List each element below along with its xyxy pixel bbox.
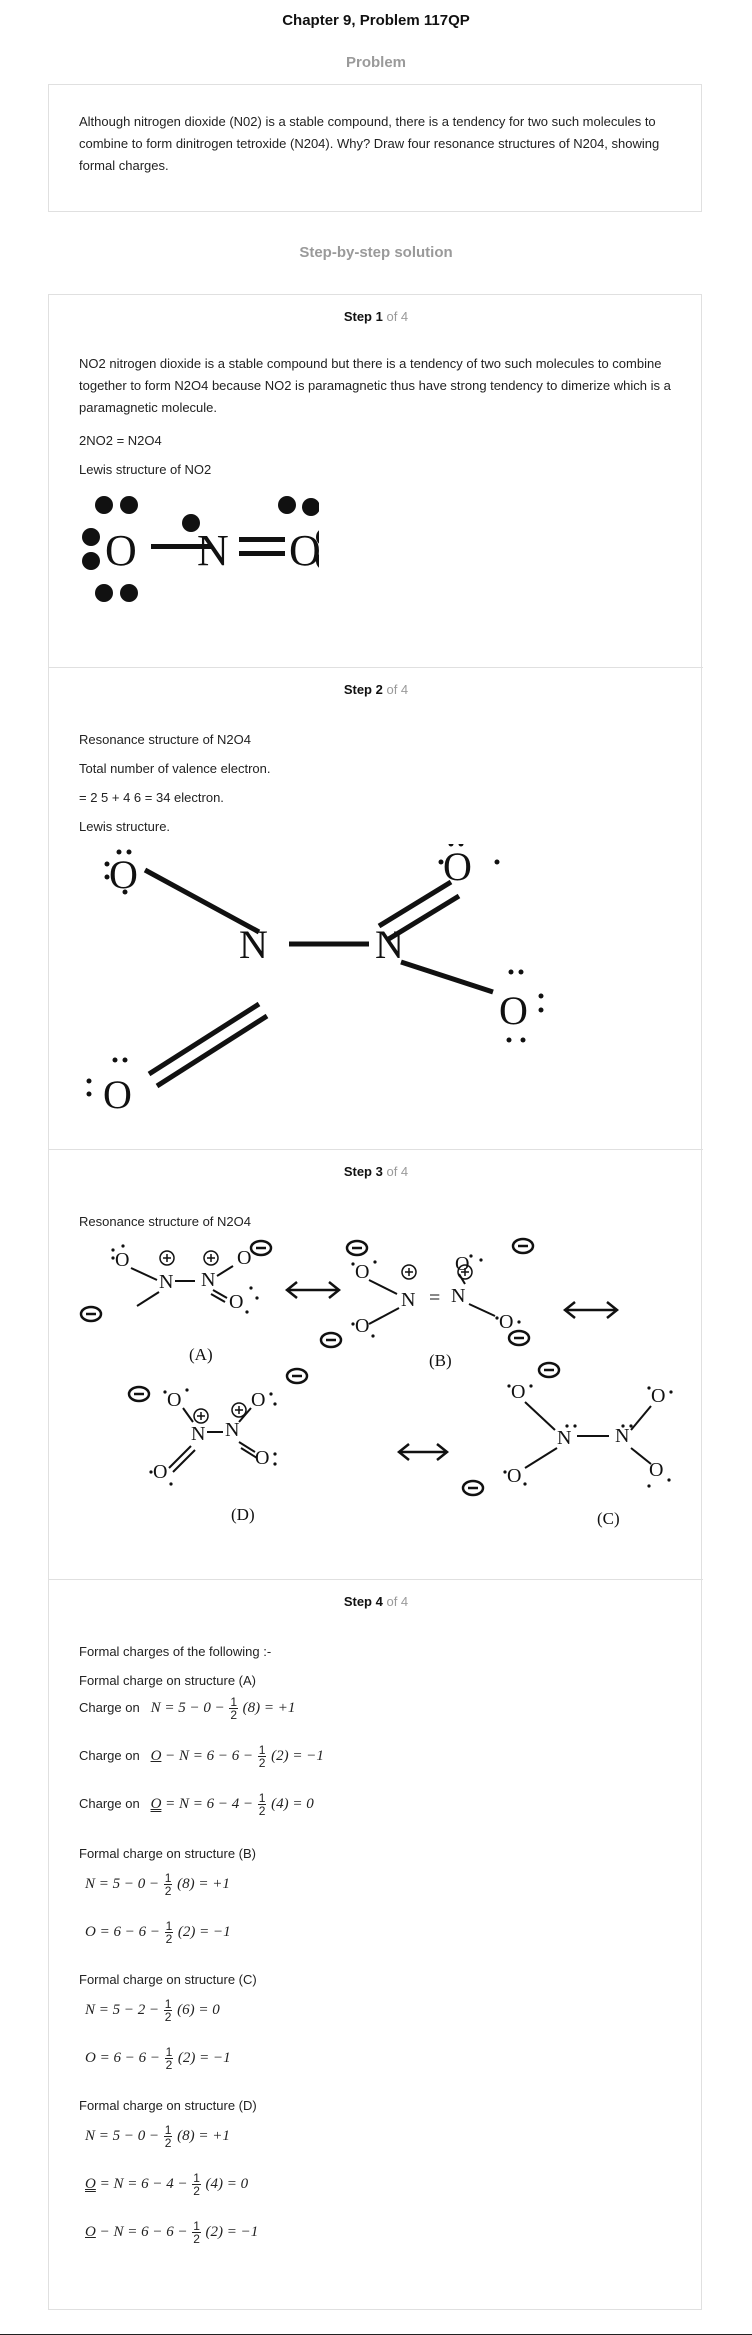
- step-1: Step 1 of 4 NO2 nitrogen dioxide is a st…: [49, 295, 703, 667]
- svg-text:N: N: [201, 1269, 215, 1291]
- solution-box: Step 1 of 4 NO2 nitrogen dioxide is a st…: [48, 294, 703, 2311]
- atom-o-left: O: [105, 526, 137, 575]
- svg-text:=: =: [429, 1287, 440, 1309]
- svg-text:O: O: [153, 1461, 167, 1483]
- step-2-title: Step 2 of 4: [343, 682, 409, 697]
- svg-text:O: O: [507, 1465, 521, 1487]
- atom-o-right: O: [289, 526, 319, 575]
- problem-box: Although nitrogen dioxide (N02) is a sta…: [48, 84, 702, 212]
- svg-text:O: O: [251, 1389, 265, 1411]
- atom-n: N: [197, 526, 229, 575]
- label-b: (B): [429, 1351, 452, 1370]
- step-3-title: Step 3 of 4: [343, 1164, 409, 1179]
- label-a: (A): [189, 1345, 213, 1364]
- step-2-line-2: Total number of valence electron.: [79, 761, 271, 776]
- step-4: Step 4 of 4 Formal charges of the follow…: [49, 1579, 703, 2311]
- step-2-line-4: Lewis structure.: [79, 819, 171, 834]
- step-4-title: Step 4 of 4: [343, 1594, 409, 1609]
- atom-n2: N: [375, 922, 404, 967]
- step-2-line-3: = 2 5 + 4 6 = 34 electron.: [79, 790, 224, 805]
- svg-text:N: N: [615, 1425, 629, 1447]
- svg-text:O: O: [167, 1389, 181, 1411]
- atom-o1: O: [109, 852, 138, 897]
- svg-text:N: N: [451, 1285, 465, 1307]
- svg-text:O: O: [355, 1315, 369, 1337]
- step-2: Step 2 of 4 Resonance structure of N2O4 …: [49, 667, 703, 1149]
- svg-text:N: N: [557, 1427, 571, 1449]
- svg-text:N: N: [401, 1289, 415, 1311]
- svg-text:N: N: [159, 1271, 173, 1293]
- step-3: Step 3 of 4 Resonance structure of N2O4 …: [49, 1149, 703, 1579]
- step-1-equation: 2NO2 = N2O4: [79, 433, 162, 448]
- svg-text:O: O: [511, 1381, 525, 1403]
- atom-n1: N: [239, 922, 268, 967]
- step-1-title: Step 1 of 4: [343, 309, 409, 324]
- step-2-line-1: Resonance structure of N2O4: [79, 732, 251, 747]
- structure-d-heading: Formal charge on structure (D): [79, 2098, 257, 2113]
- atom-o4: O: [103, 1072, 132, 1112]
- atom-o3: O: [499, 988, 528, 1033]
- no2-lewis-structure: O N O: [82, 496, 319, 602]
- step-1-caption: Lewis structure of NO2: [79, 462, 212, 477]
- structure-b-heading: Formal charge on structure (B): [79, 1846, 257, 1861]
- page-title: Chapter 9, Problem 117QP: [282, 12, 470, 29]
- svg-text:O: O: [237, 1247, 251, 1269]
- svg-text:O: O: [651, 1385, 665, 1407]
- label-c: (C): [597, 1509, 620, 1528]
- solution-heading: Step-by-step solution: [299, 244, 453, 261]
- svg-text:N: N: [225, 1419, 239, 1441]
- problem-text: Although nitrogen dioxide (N02) is a sta…: [79, 114, 660, 173]
- step-3-line-1: Resonance structure of N2O4: [79, 1214, 251, 1229]
- svg-text:O: O: [115, 1249, 129, 1271]
- structure-a-heading: Formal charge on structure (A): [79, 1673, 257, 1688]
- svg-text:O: O: [499, 1311, 513, 1333]
- structure-c-heading: Formal charge on structure (C): [79, 1972, 257, 1987]
- svg-text:O: O: [229, 1291, 243, 1313]
- step-4-intro: Formal charges of the following :-: [79, 1644, 272, 1659]
- atom-o2: O: [443, 844, 472, 889]
- svg-text:O: O: [255, 1447, 269, 1469]
- n2o4-lewis-structure: O N N O O O: [86, 844, 544, 1112]
- svg-text:N: N: [191, 1423, 205, 1445]
- svg-text:O: O: [355, 1261, 369, 1283]
- label-d: (D): [231, 1505, 255, 1524]
- problem-heading: Problem: [345, 54, 406, 71]
- svg-text:O: O: [649, 1459, 663, 1481]
- step-1-paragraph: NO2 nitrogen dioxide is a stable compoun…: [79, 356, 671, 415]
